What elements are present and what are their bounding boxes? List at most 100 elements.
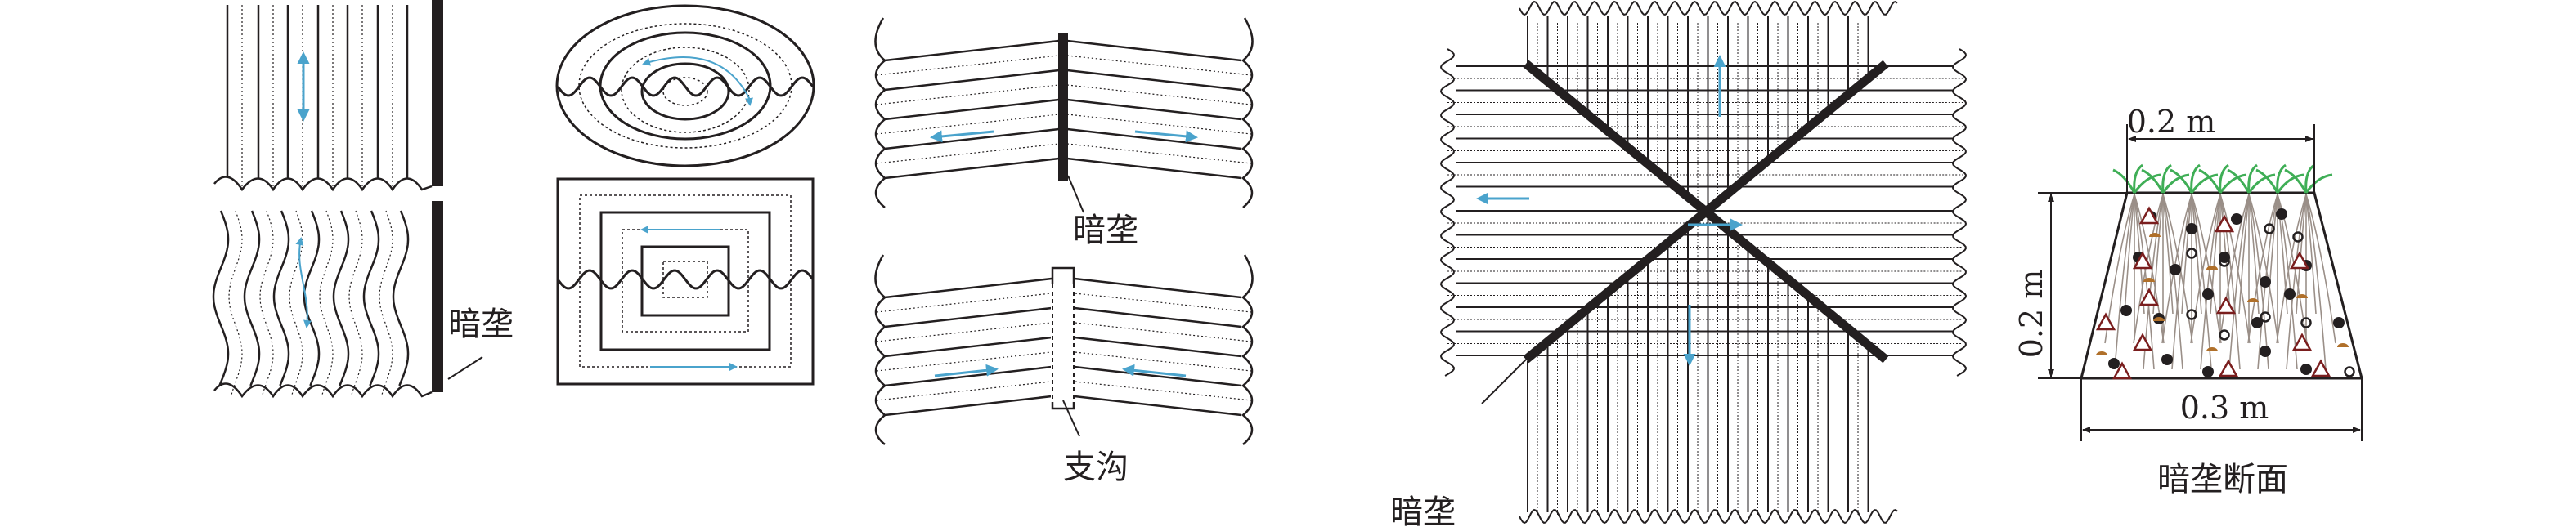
ridge-right: [1066, 306, 1242, 328]
gravel-triangle: [2310, 359, 2331, 377]
panel-herringbone-drain: [874, 17, 1254, 213]
stone: [2186, 223, 2197, 234]
ridge-right: [1066, 276, 1242, 299]
organic-matter: [2296, 294, 2308, 298]
flow-arrow-left: [930, 130, 994, 143]
ridge-right: [1066, 157, 1242, 180]
furrow-left: [876, 321, 1060, 342]
root: [2191, 194, 2212, 370]
ridge-wavy: [212, 210, 230, 386]
root: [2277, 194, 2298, 370]
gravel-triangle: [2214, 214, 2235, 233]
mole-drain-bar: [1058, 33, 1068, 181]
cross-section-title: 暗垄断面: [2157, 461, 2288, 498]
furrow-wavy-dotted: [379, 210, 393, 396]
organic-matter: [2149, 233, 2161, 237]
ridge-right: [1066, 127, 1242, 150]
furrow-left: [876, 380, 1060, 401]
pore-ring: [2186, 248, 2197, 259]
panel-herringbone-ditch: [874, 254, 1254, 445]
root: [2191, 194, 2222, 344]
furrow-wavy-dotted: [259, 210, 274, 396]
label-leader: [1062, 400, 1080, 437]
stone: [2108, 358, 2120, 369]
panel-cross-section: [2038, 124, 2363, 441]
root: [2248, 194, 2260, 315]
ridge-left: [884, 127, 1060, 150]
organic-matter: [2143, 278, 2155, 282]
grass-tuft: [2141, 163, 2190, 194]
root: [2219, 194, 2231, 315]
pore-ring: [2292, 231, 2304, 243]
label-branch-ditch: 支沟: [1063, 449, 1129, 486]
root: [2114, 194, 2135, 370]
root: [2133, 194, 2164, 344]
label-leader: [1481, 359, 1527, 404]
ridge-left: [884, 69, 1060, 92]
label-mole-drain-3: 暗垄: [1390, 494, 1456, 527]
root: [2219, 194, 2241, 370]
root: [2171, 194, 2192, 370]
dim-bottom-width: 0.3 m: [2180, 390, 2269, 426]
root: [2181, 194, 2192, 315]
mask-right: [1706, 65, 1979, 361]
root: [2162, 194, 2174, 315]
field-edge-right: [1241, 254, 1254, 445]
root: [2305, 194, 2327, 370]
root: [2162, 194, 2193, 344]
field-edge-right: [1241, 17, 1254, 208]
mask-left: [1431, 65, 1706, 361]
grass-tuft: [2198, 163, 2247, 194]
furrow-left: [876, 143, 1060, 164]
organic-matter: [2206, 266, 2218, 270]
field-edge-top: [1519, 0, 1898, 16]
square-wavy-drain: [556, 269, 815, 290]
dim-height: 0.2 m: [2013, 270, 2049, 359]
root: [2124, 194, 2135, 315]
root: [2305, 194, 2336, 344]
root: [2162, 194, 2183, 370]
label-mole-drain-1: 暗垄: [448, 306, 514, 343]
branch-ditch: [1051, 266, 1075, 410]
field-edge-right: [1951, 48, 1968, 377]
furrow-left: [876, 84, 1060, 105]
root: [2190, 194, 2221, 344]
pore-ring: [2219, 256, 2230, 267]
grass-tuft: [2112, 163, 2161, 194]
flow-arrow-left: [1122, 364, 1187, 377]
ellipse-wavy-drain: [556, 76, 815, 97]
gravel-triangle: [2138, 288, 2160, 306]
ridge-wavy: [332, 210, 350, 386]
furrow-wavy-dotted: [289, 210, 303, 396]
gravel-triangle: [2112, 361, 2133, 380]
furrow-left: [876, 292, 1060, 313]
gravel-triangle: [2218, 359, 2239, 377]
pore-ring: [2219, 329, 2230, 341]
root: [2219, 194, 2250, 344]
gravel-triangle: [2132, 333, 2153, 351]
root: [2219, 194, 2251, 344]
stone: [2251, 317, 2263, 328]
furrow-left: [876, 351, 1060, 372]
grass-tuft: [2170, 163, 2219, 194]
root: [2276, 194, 2307, 344]
stone: [2276, 208, 2287, 220]
root: [2247, 194, 2278, 344]
field-edge-left: [1439, 48, 1456, 377]
field-edge-wave: [213, 176, 433, 192]
root: [2238, 194, 2250, 315]
ridge-right: [1066, 364, 1242, 387]
ridge-right: [1066, 69, 1242, 92]
field-edge-left: [874, 254, 886, 445]
ridge-left: [884, 276, 1060, 299]
dim-top-width: 0.2 m: [2127, 104, 2216, 140]
stone: [2120, 305, 2132, 316]
organic-matter: [2247, 298, 2259, 302]
root: [2191, 194, 2202, 315]
pore-ring: [2344, 366, 2355, 377]
furrow-wavy-dotted: [228, 210, 243, 396]
furrow-left: [876, 55, 1060, 76]
furrow-wavy-dotted: [348, 210, 363, 396]
ridge-right: [1066, 335, 1242, 358]
label-mole-drain-2: 暗垄: [1073, 212, 1138, 249]
